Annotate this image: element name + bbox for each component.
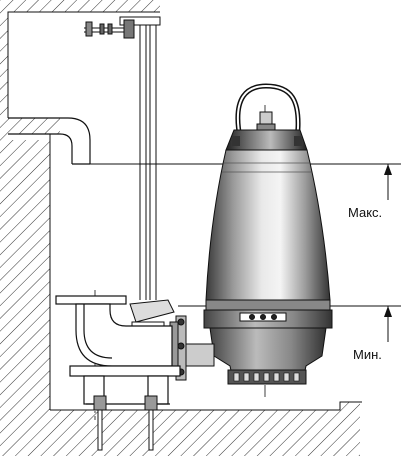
anchor-bolts [93, 395, 158, 451]
motor-body [205, 149, 331, 301]
seal-housing [203, 299, 333, 329]
floor [0, 401, 362, 456]
guide-rail [139, 22, 157, 300]
top-bracket [84, 16, 161, 39]
pump-outlet [169, 315, 215, 381]
max-level-label: Макс. [348, 205, 383, 220]
discharge-pipe [8, 117, 91, 165]
min-level-label: Мин. [353, 347, 382, 362]
lifting-eye [256, 111, 276, 133]
duckfoot-bend [55, 295, 181, 405]
